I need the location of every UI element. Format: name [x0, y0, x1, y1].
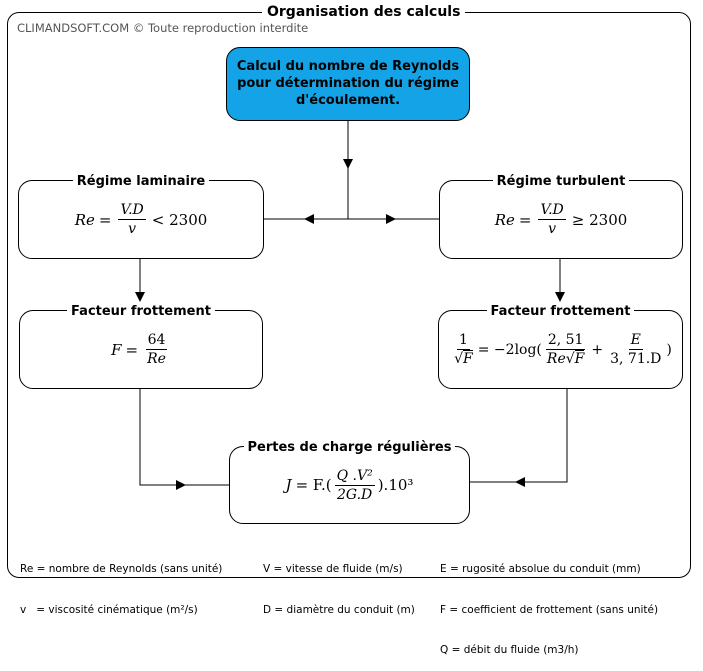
friction-turbulent-eq: = −2log( — [477, 341, 542, 358]
friction-turbulent-box: Facteur frottement 1 √F = −2log( 2, 51 R… — [438, 304, 683, 389]
connector-friction-turbulent-to-loss — [515, 389, 568, 487]
friction-turbulent-f1-num: 1 — [456, 332, 470, 350]
friction-laminar-lhs: F — [111, 340, 122, 359]
turbulent-formula: Re = V.D v ≥ 2300 — [440, 181, 682, 258]
friction-laminar-den: Re — [147, 351, 166, 367]
turbulent-den: v — [548, 221, 557, 237]
friction-turbulent-formula: 1 √F = −2log( 2, 51 Re√F + E 3, 71.D ) — [439, 311, 682, 388]
laminar-den: v — [128, 221, 137, 237]
reynolds-line-2: pour détermination du régime — [237, 76, 459, 91]
friction-turbulent-f3-num: E — [628, 332, 643, 350]
turbulent-eq: = — [518, 210, 532, 229]
friction-turbulent-frac-1: 1 √F — [452, 331, 475, 368]
friction-turbulent-f2-den-sqrt: F — [574, 350, 585, 367]
laminar-box: Régime laminaire Re = V.D v < 2300 — [18, 174, 264, 259]
reynolds-line-1: Calcul du nombre de Reynolds — [236, 59, 460, 74]
turbulent-title: Régime turbulent — [492, 174, 630, 189]
friction-laminar-num: 64 — [145, 332, 168, 350]
friction-laminar-title: Facteur frottement — [67, 304, 215, 319]
friction-laminar-fraction: 64 Re — [145, 331, 168, 368]
laminar-rel: < 2300 — [151, 210, 208, 229]
connector-lines — [135, 120, 568, 490]
pressure-loss-eq: = F.( — [295, 476, 332, 494]
legend-item: D = diamètre du conduit (m) — [263, 603, 415, 616]
turbulent-box: Régime turbulent Re = V.D v ≥ 2300 — [439, 174, 683, 259]
friction-turbulent-frac-2: 2, 51 Re√F — [545, 331, 586, 368]
laminar-fraction: V.D v — [118, 201, 146, 238]
friction-turbulent-plus: + — [591, 341, 604, 358]
laminar-num: V.D — [118, 202, 146, 220]
turbulent-num: V.D — [538, 202, 566, 220]
legend-item: Q = débit du fluide (m3/h) — [440, 644, 579, 656]
frame-title: Organisation des calculs — [262, 4, 466, 20]
copyright-notice: CLIMANDSOFT.COM © Toute reproduction int… — [17, 21, 309, 35]
legend-item: Re = nombre de Reynolds (sans unité) — [20, 563, 223, 575]
legend-item: V = vitesse de fluide (m/s) — [263, 563, 403, 575]
turbulent-fraction: V.D v — [538, 201, 566, 238]
friction-laminar-box: Facteur frottement F = 64 Re — [19, 304, 263, 389]
laminar-lhs: Re — [74, 210, 95, 229]
reynolds-box: Calcul du nombre de Reynolds pour déterm… — [226, 47, 470, 121]
pressure-loss-box: Pertes de charge régulières J = F.( Q .V… — [229, 440, 470, 524]
legend-item: F = coefficient de frottement (sans unit… — [440, 603, 659, 616]
friction-turbulent-frac-3: E 3, 71.D — [608, 331, 663, 368]
reynolds-line-3: d'écoulement. — [295, 93, 401, 108]
pressure-loss-tail: ).10³ — [377, 476, 414, 494]
pressure-loss-fraction: Q .V² 2G.D — [334, 467, 375, 504]
legend-item: v = viscosité cinématique (m²/s) — [20, 603, 198, 616]
friction-turbulent-f3-den: 3, 71.D — [610, 351, 662, 367]
pressure-loss-title: Pertes de charge régulières — [243, 440, 456, 455]
legend-col-1: Re = nombre de Reynolds (sans unité) v =… — [20, 536, 222, 631]
friction-turbulent-f1-den-wrap: √F — [454, 350, 473, 367]
friction-turbulent-f2-den-pre: Re — [546, 351, 566, 367]
legend-col-2: V = vitesse de fluide (m/s) D = diamètre… — [263, 536, 415, 631]
laminar-title: Régime laminaire — [72, 174, 210, 189]
laminar-eq: = — [98, 210, 112, 229]
legend-item: E = rugosité absolue du conduit (mm) — [440, 563, 641, 575]
pressure-loss-formula: J = F.( Q .V² 2G.D ).10³ — [230, 447, 469, 523]
friction-laminar-formula: F = 64 Re — [20, 311, 262, 388]
pressure-loss-lhs: J — [285, 476, 292, 494]
legend-col-3: E = rugosité absolue du conduit (mm) F =… — [440, 536, 658, 671]
turbulent-rel: ≥ 2300 — [571, 210, 628, 229]
laminar-formula: Re = V.D v < 2300 — [19, 181, 263, 258]
friction-turbulent-f2-den-wrap: Re√F — [546, 350, 585, 367]
friction-turbulent-close: ) — [666, 341, 672, 358]
friction-turbulent-f2-num: 2, 51 — [545, 332, 586, 350]
friction-turbulent-title: Facteur frottement — [486, 304, 635, 319]
turbulent-lhs: Re — [494, 210, 515, 229]
connector-friction-laminar-to-loss — [139, 389, 186, 490]
pressure-loss-den: 2G.D — [337, 486, 373, 503]
friction-laminar-eq: = — [125, 340, 139, 359]
pressure-loss-num: Q .V² — [334, 467, 375, 486]
friction-turbulent-f1-den: F — [463, 350, 473, 367]
